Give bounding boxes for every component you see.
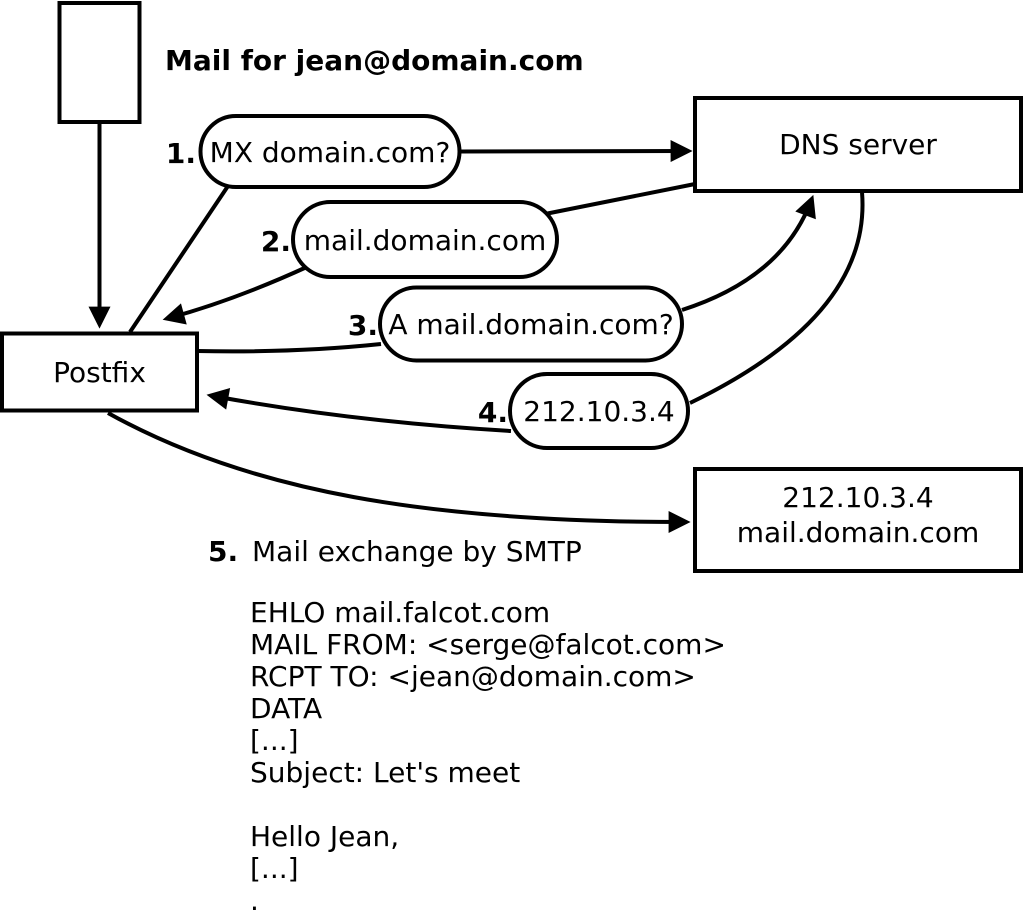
dns-to-step4-line bbox=[689, 191, 865, 405]
smtp-line: [...] bbox=[250, 724, 299, 757]
step4-to-postfix-arrow bbox=[206, 387, 512, 433]
dns-server-box bbox=[693, 96, 1023, 193]
smtp-line: . bbox=[250, 884, 259, 917]
postfix-to-step3-line bbox=[196, 342, 382, 354]
step-1-pill bbox=[198, 114, 462, 189]
step-4-number: 4. bbox=[478, 396, 508, 429]
dns-to-step2-line bbox=[544, 182, 696, 216]
postfix-label: Postfix bbox=[53, 356, 146, 389]
envelope-box bbox=[57, 1, 142, 124]
step-2-pill bbox=[291, 200, 559, 279]
postfix-to-result-arrow bbox=[107, 411, 691, 533]
smtp-line: DATA bbox=[250, 692, 322, 725]
result-host-ip-label: 212.10.3.4 bbox=[782, 481, 933, 514]
smtp-line: MAIL FROM: <serge@falcot.com> bbox=[250, 628, 726, 661]
step-4-pill bbox=[508, 372, 690, 450]
step-4-label: 212.10.3.4 bbox=[523, 395, 674, 428]
smtp-line: EHLO mail.falcot.com bbox=[250, 596, 550, 629]
step-3-pill bbox=[378, 285, 684, 363]
step2-to-postfix-arrow bbox=[162, 264, 310, 325]
step-2-label: mail.domain.com bbox=[304, 224, 546, 257]
dns-server-label: DNS server bbox=[779, 128, 937, 161]
smtp-session-block: EHLO mail.falcot.com MAIL FROM: <serge@f… bbox=[250, 596, 726, 917]
step-1-number: 1. bbox=[166, 137, 196, 170]
postfix-box bbox=[0, 331, 199, 413]
smtp-line: Hello Jean, bbox=[250, 820, 399, 853]
smtp-line: RCPT TO: <jean@domain.com> bbox=[250, 660, 696, 693]
step1-to-dns-arrow bbox=[459, 140, 693, 163]
smtp-line: [...] bbox=[250, 852, 299, 885]
step-2-number: 2. bbox=[261, 225, 291, 258]
step-1-label: MX domain.com? bbox=[210, 136, 451, 169]
result-host-name-label: mail.domain.com bbox=[737, 516, 979, 549]
result-host-box bbox=[693, 467, 1023, 573]
postfix-to-step1-line bbox=[128, 184, 230, 334]
step-3-number: 3. bbox=[348, 309, 378, 342]
step3-to-dns-arrow bbox=[681, 194, 816, 312]
step-3-label: A mail.domain.com? bbox=[388, 308, 673, 341]
step-5-label: Mail exchange by SMTP bbox=[252, 535, 582, 568]
headline-text: Mail for jean@domain.com bbox=[165, 44, 584, 77]
smtp-line: Subject: Let's meet bbox=[250, 756, 520, 789]
step-5-number: 5. bbox=[208, 535, 238, 568]
